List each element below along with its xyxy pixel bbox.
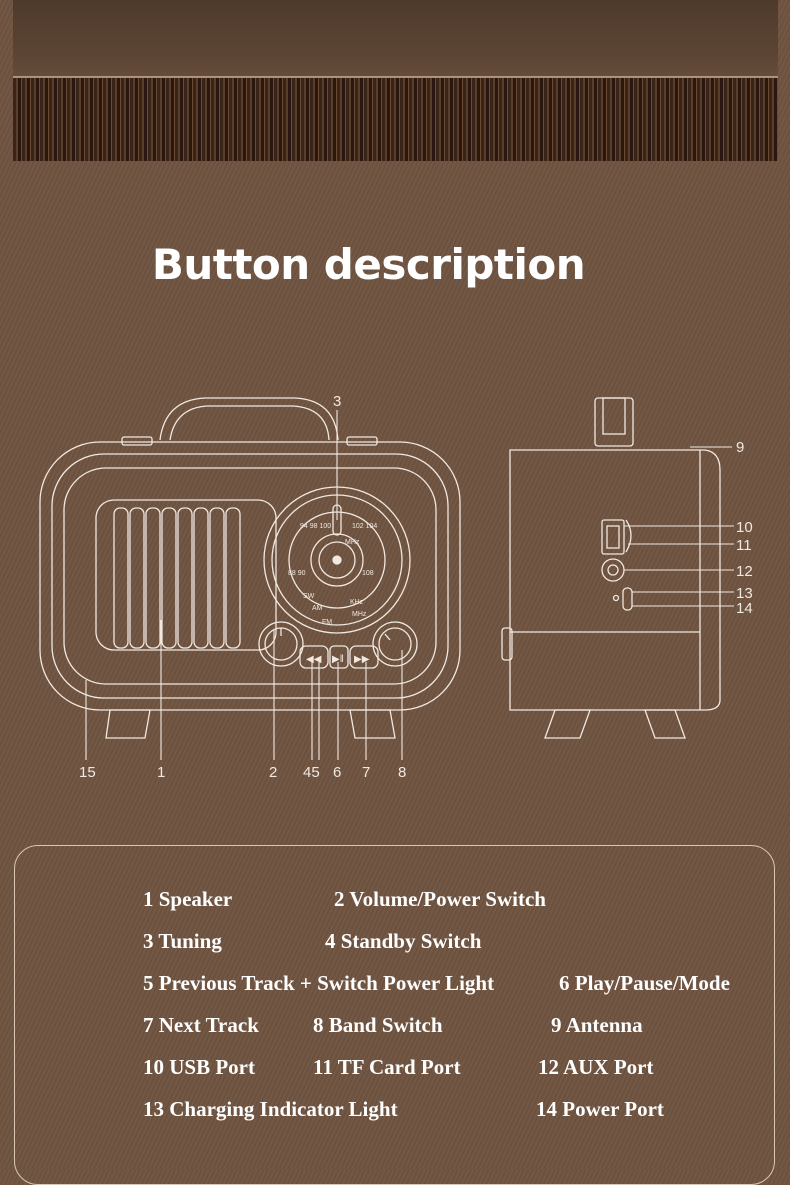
label-10: 10 [736,519,753,536]
legend-item-5: 5 Previous Track + Switch Power Light [143,971,495,995]
dial-khz-label: KHz [350,599,364,606]
dial-scale-text: 94 98 100 [300,523,331,530]
svg-text:▶▶: ▶▶ [354,654,370,665]
aux-port [601,558,625,582]
svg-text:88 90: 88 90 [288,570,306,577]
speaker-frame [95,499,277,651]
antenna [594,397,634,447]
label-7: 7 [362,764,370,780]
radio-diagram: 94 98 100 102 104 88 90 108 AM SW FM MHz… [39,393,753,780]
svg-text:◀◀: ◀◀ [306,654,322,665]
label-12: 12 [736,563,753,580]
dial-mhz-top: MHz [345,539,360,546]
band-knob [372,621,418,667]
label-11: 11 [736,537,752,554]
svg-text:102 104: 102 104 [352,523,377,530]
radio-body [39,441,461,711]
legend-item-3: 3 Tuning [143,929,222,953]
label-15: 15 [79,764,96,780]
dial-fm-label: FM [322,619,332,626]
legend-item-6: 6 Play/Pause/Mode [559,971,730,995]
label-1: 1 [157,764,165,780]
volume-knob [258,621,304,667]
wood-tabletop-photo [13,0,778,161]
speaker-grille [113,507,241,649]
legend-item-8: 8 Band Switch [313,1013,443,1037]
power-port [622,587,633,611]
label-13: 13 [736,585,753,602]
legend-item-1: 1 Speaker [143,887,233,911]
side-view [501,397,734,739]
dial-sw-label: SW [303,593,315,600]
legend-item-11: 11 TF Card Port [313,1055,461,1079]
legend-item-12: 12 AUX Port [538,1055,654,1079]
tabletop-grain [13,78,778,161]
label-14: 14 [736,600,753,617]
svg-text:▶‖: ▶‖ [332,654,344,665]
label-3: 3 [333,393,341,410]
foot-right [349,709,396,739]
handle-mount-left [121,436,153,446]
tf-card-slot [625,519,632,553]
handle-mount-right [346,436,378,446]
page-title: Button description [151,240,586,289]
label-45: 45 [303,764,320,780]
svg-text:108: 108 [362,570,374,577]
front-view: 94 98 100 102 104 88 90 108 AM SW FM MHz… [39,397,461,760]
label-6: 6 [333,764,341,780]
next-button [349,645,379,669]
legend-item-4: 4 Standby Switch [325,929,482,953]
handle [159,397,339,441]
label-8: 8 [398,764,406,780]
play-pause-button [329,645,349,669]
charging-indicator [612,594,620,602]
legend-item-7: 7 Next Track [143,1013,259,1037]
legend-item-9: 9 Antenna [551,1013,643,1037]
foot-left [105,709,151,739]
dial-mhz-bottom: MHz [352,611,367,618]
label-9: 9 [736,439,744,456]
legend-item-10: 10 USB Port [143,1055,255,1079]
legend-item-14: 14 Power Port [536,1097,664,1121]
legend-item-2: 2 Volume/Power Switch [334,887,546,911]
label-2: 2 [269,764,277,780]
side-body [509,449,721,711]
usb-port [601,519,625,555]
dial-am-label: AM [312,605,323,612]
legend-item-13: 13 Charging Indicator Light [143,1097,398,1121]
previous-button [299,645,329,669]
